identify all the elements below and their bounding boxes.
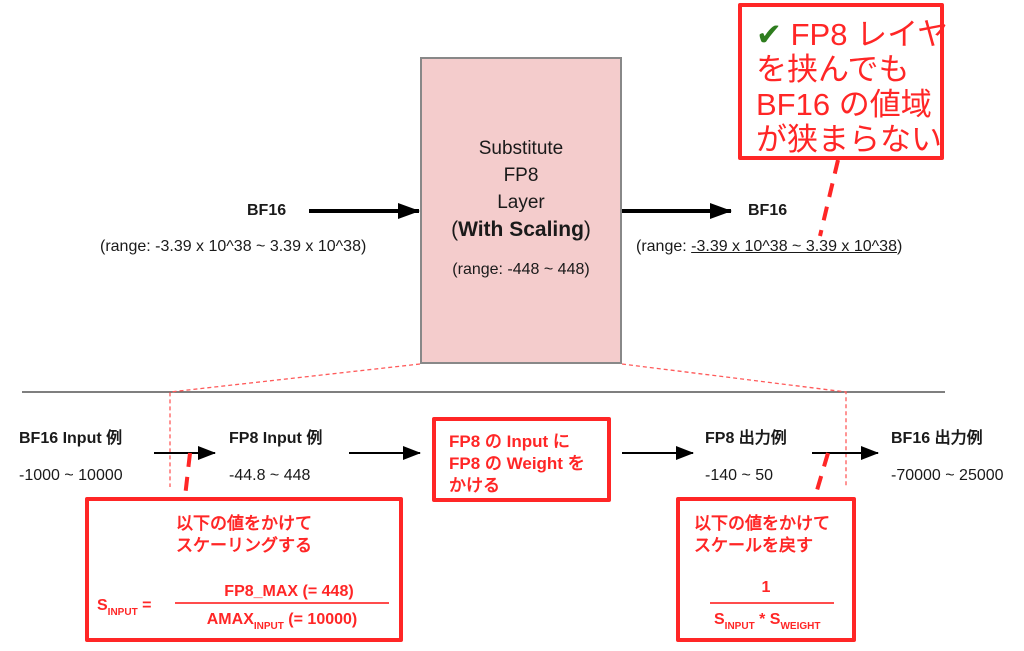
- s-subscript: INPUT: [107, 607, 138, 618]
- step-title-fp8-input: FP8 Input 例: [229, 430, 323, 447]
- output-range-suffix: ): [896, 238, 903, 255]
- layer-range-label: (range: -448 ~ 448): [452, 261, 590, 278]
- s-input-subscript: INPUT: [724, 621, 755, 632]
- check-icon: ✔: [756, 17, 782, 52]
- range-preserved-note: ✔ FP8 レイヤ を挟んでも BF16 の値域 が狭まらない: [738, 3, 948, 160]
- layer-title-line2: FP8: [503, 165, 539, 186]
- step-range-bf16-output: -70000 ~ 25000: [891, 467, 1004, 484]
- paren-open: (: [451, 218, 459, 241]
- amax-symbol: AMAX: [206, 611, 254, 628]
- mid-line-3: かける: [449, 476, 500, 495]
- s-symbol: S: [97, 597, 108, 614]
- s-weight-subscript: WEIGHT: [780, 621, 821, 632]
- step-range-bf16-input: -1000 ~ 10000: [19, 467, 123, 484]
- layer-title-line4: (With Scaling): [422, 216, 620, 243]
- output-range-prefix: (range:: [636, 238, 692, 255]
- layer-title-line1: Substitute: [478, 138, 564, 159]
- zoom-line-right: [621, 363, 847, 487]
- output-unscaling-formula-box: 以下の値をかけて スケールを戻す 1 SINPUT * SWEIGHT: [676, 497, 856, 642]
- s-input-symbol: S: [714, 611, 725, 628]
- note-line-2: を挟んでも: [756, 52, 910, 87]
- scale-lhs: SINPUT =: [97, 597, 151, 618]
- unscale-numerator: 1: [761, 579, 771, 596]
- equals-sign: =: [137, 597, 152, 614]
- mid-line-1: FP8 の Input に: [449, 432, 570, 451]
- output-range-label: (range: -3.39 x 10^38 ~ 3.39 x 10^38): [636, 238, 902, 256]
- scale-denominator: AMAXINPUT (= 10000): [175, 611, 389, 632]
- step-title-bf16-input: BF16 Input 例: [19, 430, 123, 447]
- input-scaling-formula-box: 以下の値をかけて スケーリングする SINPUT = FP8_MAX (= 44…: [85, 497, 403, 642]
- amax-subscript: INPUT: [253, 621, 284, 632]
- input-type-label: BF16: [247, 202, 287, 219]
- note-callout-line: [818, 159, 840, 237]
- s-weight-symbol: S: [769, 611, 781, 628]
- scale-numerator: FP8_MAX (= 448): [224, 583, 354, 600]
- output-type-label: BF16: [748, 202, 788, 219]
- fraction-bar: [710, 602, 834, 604]
- fraction-bar: [175, 602, 389, 604]
- unscale-callout-line: [813, 452, 830, 498]
- fp8-multiply-box: FP8 の Input に FP8 の Weight を かける: [432, 417, 611, 502]
- note-line-4: が狭まらない: [756, 122, 942, 157]
- amax-value: (= 10000): [283, 611, 358, 628]
- multiply-operator: *: [754, 611, 770, 628]
- unscale-denominator: SINPUT * SWEIGHT: [714, 611, 820, 632]
- note-line-3: BF16 の値域: [756, 87, 932, 122]
- paren-close: ): [583, 218, 591, 241]
- step-range-fp8-input: -44.8 ~ 448: [229, 467, 311, 484]
- note-line-1-text: FP8 レイヤ: [790, 17, 949, 52]
- scale-caption-1: 以下の値をかけて: [176, 514, 312, 533]
- output-range-value: -3.39 x 10^38 ~ 3.39 x 10^38: [691, 238, 897, 255]
- scale-caption-2: スケーリングする: [176, 536, 312, 555]
- layer-title-line3: Layer: [497, 192, 545, 213]
- input-range-label: (range: -3.39 x 10^38 ~ 3.39 x 10^38): [100, 238, 367, 255]
- step-range-fp8-output: -140 ~ 50: [705, 467, 774, 484]
- unscale-caption-2: スケールを戻す: [694, 536, 813, 555]
- step-title-fp8-output: FP8 出力例: [705, 430, 787, 447]
- scale-callout-line: [183, 452, 192, 498]
- step-title-bf16-output: BF16 出力例: [891, 430, 983, 447]
- with-scaling-label: With Scaling: [458, 218, 584, 241]
- note-line-1: ✔ FP8 レイヤ: [756, 17, 948, 52]
- unscale-caption-1: 以下の値をかけて: [694, 514, 830, 533]
- substitute-fp8-layer-box: Substitute FP8 Layer (With Scaling) (ran…: [420, 57, 622, 364]
- mid-line-2: FP8 の Weight を: [449, 454, 585, 473]
